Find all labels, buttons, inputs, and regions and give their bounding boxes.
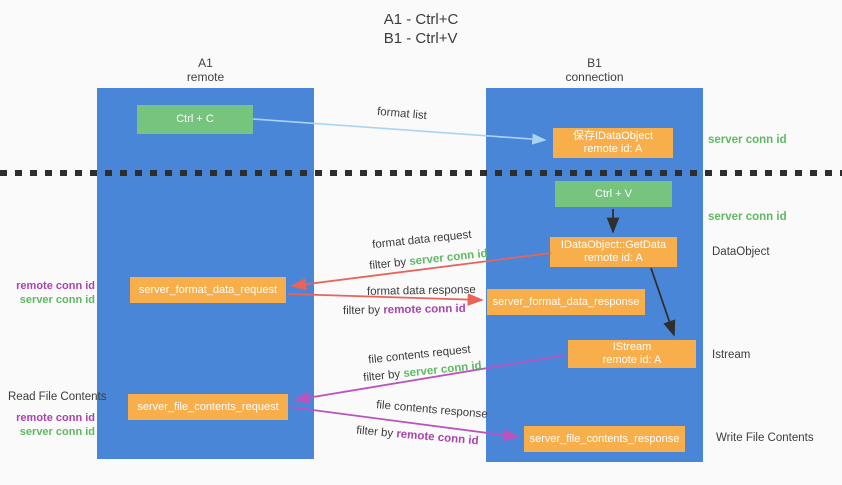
right-column-title: B1 <box>587 56 602 70</box>
server-conn-id-label: server conn id <box>19 294 95 306</box>
getdata-line1: IDataObject::GetData <box>560 239 667 251</box>
getdata-box: IDataObject::GetData remote id: A <box>550 237 677 267</box>
filter-by-server-conn-id-top-label: filter by server conn id <box>369 248 489 272</box>
server-conn-id-text: server conn id <box>408 247 489 268</box>
server-format-data-response-box: server_format_data_response <box>487 289 645 315</box>
mid-left-conn-ids: remote conn id server conn id <box>10 279 95 307</box>
format-list-label: format list <box>376 105 428 123</box>
bottom-left-conn-ids: remote conn id server conn id <box>10 411 95 439</box>
left-column-subtitle: remote <box>186 70 225 84</box>
server-file-contents-response-label: server_file_contents_response <box>529 432 680 445</box>
ctrl-v-box: Ctrl + V <box>555 181 672 207</box>
server-format-data-response-label: server_format_data_response <box>492 295 640 308</box>
right-column-header: B1 connection <box>486 56 703 84</box>
filter-by-text: filter by <box>355 424 394 440</box>
read-file-contents-label: Read File Contents <box>8 391 107 403</box>
save-dataobject-box: 保存IDataObject remote id: A <box>553 128 673 158</box>
istream-box: IStream remote id: A <box>568 340 696 368</box>
dataobject-label: DataObject <box>712 246 770 258</box>
server-file-contents-response-box: server_file_contents_response <box>524 426 685 452</box>
file-contents-response-label: file contents response <box>375 399 489 421</box>
diagram-title: A1 - Ctrl+C B1 - Ctrl+V <box>0 10 842 48</box>
server-file-contents-request-label: server_file_contents_request <box>137 400 279 413</box>
remote-conn-id-text: remote conn id <box>395 428 480 448</box>
server-conn-id-text: server conn id <box>402 359 483 380</box>
dotted-divider-line <box>0 170 842 176</box>
title-line-2: B1 - Ctrl+V <box>383 30 458 47</box>
filter-by-text: filter by <box>342 304 381 318</box>
ctrl-v-label: Ctrl + V <box>595 187 632 200</box>
filter-by-text: filter by <box>362 368 401 385</box>
getdata-line2: remote id: A <box>584 252 643 264</box>
save-dataobject-line1: 保存IDataObject <box>572 130 654 142</box>
server-conn-id-right-mid-label: server conn id <box>708 211 787 223</box>
ctrl-c-box: Ctrl + C <box>137 105 253 134</box>
server-conn-id-right-top-label: server conn id <box>708 134 787 146</box>
remote-conn-id-label: remote conn id <box>16 412 95 424</box>
istream-line1: IStream <box>612 341 652 353</box>
left-column-title: A1 <box>198 56 213 70</box>
filter-by-text: filter by <box>368 256 407 273</box>
format-data-request-label: format data request <box>371 228 473 252</box>
save-dataobject-line2: remote id: A <box>583 143 643 155</box>
server-format-data-request-label: server_format_data_request <box>138 283 278 296</box>
write-file-contents-label: Write File Contents <box>716 432 814 444</box>
istream-side-label: Istream <box>712 349 751 361</box>
server-conn-id-label: server conn id <box>19 426 95 438</box>
title-line-1: A1 - Ctrl+C <box>383 11 459 28</box>
remote-conn-id-label: remote conn id <box>16 280 95 292</box>
right-column-subtitle: connection <box>565 70 624 84</box>
istream-line2: remote id: A <box>602 354 662 366</box>
format-data-response-label: format data response <box>366 284 476 298</box>
ctrl-c-label: Ctrl + C <box>176 113 214 125</box>
filter-by-remote-conn-id-mid-label: filter by remote conn id <box>343 303 466 317</box>
server-file-contents-request-box: server_file_contents_request <box>128 394 288 420</box>
server-format-data-request-box: server_format_data_request <box>130 277 286 303</box>
filter-by-remote-conn-id-bottom-label: filter by remote conn id <box>356 425 479 448</box>
left-column-header: A1 remote <box>97 56 314 84</box>
remote-conn-id-text: remote conn id <box>383 302 466 317</box>
